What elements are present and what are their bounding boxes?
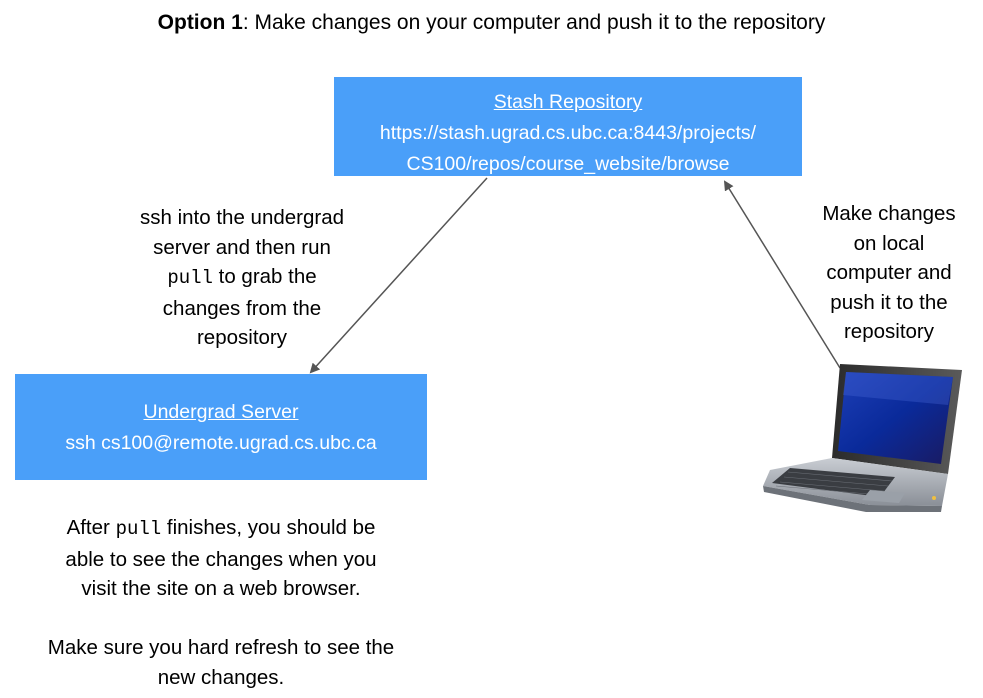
- pull-code: pull: [167, 267, 213, 289]
- diagram-title: Option 1: Make changes on your computer …: [0, 8, 983, 38]
- pull-arrow: [309, 177, 488, 374]
- bottom-note-line-3: visit the site on a web browser.: [81, 577, 361, 600]
- bottom-note-line-4: Make sure you hard refresh to see the: [47, 636, 395, 659]
- bottom-note-line-5: new changes.: [157, 665, 285, 689]
- bottom-note-line-1-pre: After: [66, 516, 116, 539]
- title-option-label: Option 1: [157, 11, 243, 34]
- left-note-line-3-rest: to grab the: [212, 265, 317, 288]
- left-note-line-5: repository: [196, 326, 287, 349]
- stash-url-line-1: https://stash.ugrad.cs.ubc.ca:8443/proje…: [379, 122, 757, 144]
- left-note-line-1: ssh into the undergrad: [140, 206, 344, 229]
- undergrad-server-heading[interactable]: Undergrad Server: [143, 401, 299, 423]
- stash-repository-box: Stash Repository https://stash.ugrad.cs.…: [334, 77, 802, 176]
- left-note-line-3: pull to grab the: [100, 262, 384, 294]
- laptop-icon: [763, 364, 962, 512]
- title-text: : Make changes on your computer and push…: [242, 11, 826, 34]
- undergrad-server-box: Undergrad Server ssh cs100@remote.ugrad.…: [15, 374, 427, 480]
- bottom-note-line-1: After pull finishes, you should be: [0, 513, 442, 545]
- right-note-line-3: computer and: [826, 261, 952, 284]
- left-note-line-2: server and then run: [153, 235, 331, 259]
- ssh-command: ssh cs100@remote.ugrad.cs.ubc.ca: [65, 432, 377, 454]
- push-arrow: [723, 180, 841, 369]
- bottom-note-line-2: able to see the changes when you: [65, 547, 377, 571]
- push-instructions-note: Make changes on local computer and push …: [795, 199, 983, 347]
- left-note-line-4: changes from the: [162, 296, 322, 320]
- right-note-line-5: repository: [843, 320, 934, 343]
- right-note-line-2: on local: [853, 231, 925, 255]
- stash-repository-heading[interactable]: Stash Repository: [493, 91, 643, 113]
- right-note-line-4: push it to the: [830, 290, 948, 314]
- stash-url-line-2: CS100/repos/course_website/browse: [406, 153, 730, 175]
- after-pull-note: After pull finishes, you should be able …: [0, 513, 442, 692]
- pull-instructions-note: ssh into the undergrad server and then r…: [100, 203, 384, 353]
- pull-code-inline: pull: [115, 518, 162, 540]
- right-note-line-1: Make changes: [822, 202, 956, 225]
- bottom-note-line-1-post: finishes, you should be: [161, 516, 376, 539]
